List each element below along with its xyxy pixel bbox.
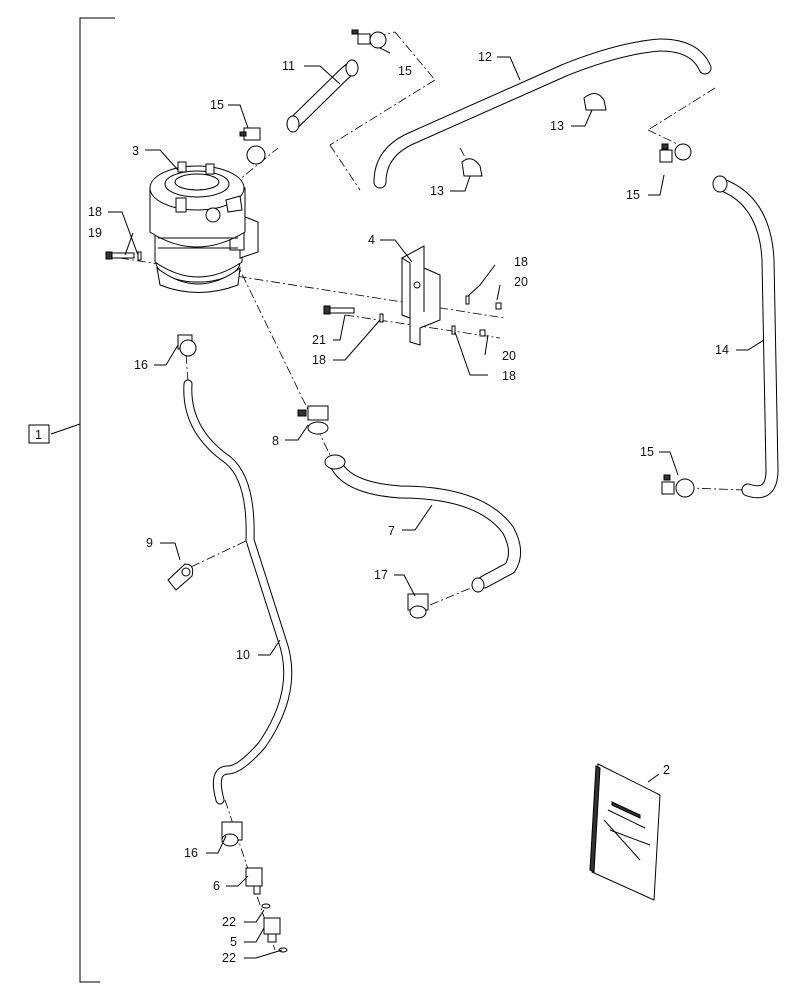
callout-16-bottom[interactable]: 16: [184, 846, 198, 860]
clamp-15-mid[interactable]: [239, 127, 266, 165]
callout-15-lower[interactable]: 15: [640, 445, 654, 459]
callout-4[interactable]: 4: [368, 233, 375, 247]
clamp-15-top[interactable]: [351, 29, 387, 49]
callout-1[interactable]: 1: [35, 428, 42, 442]
callout-5[interactable]: 5: [230, 935, 237, 949]
callout-10[interactable]: 10: [236, 648, 250, 662]
assembly-bracket: 1: [28, 17, 115, 983]
callout-18-right-bottom[interactable]: 18: [502, 369, 516, 383]
hose-7[interactable]: [324, 454, 521, 593]
bolts-and-washers[interactable]: [105, 251, 502, 337]
callout-17[interactable]: 17: [374, 568, 388, 582]
callout-15-mid[interactable]: 15: [210, 98, 224, 112]
callout-16-top[interactable]: 16: [134, 358, 148, 372]
seal-22[interactable]: [261, 903, 288, 953]
clip-9[interactable]: [167, 563, 194, 591]
clamp-8[interactable]: [297, 405, 329, 435]
callout-22-lower[interactable]: 22: [222, 951, 236, 965]
clamp-16-top[interactable]: [177, 334, 197, 357]
callout-3[interactable]: 3: [132, 144, 139, 158]
clamp-17[interactable]: [407, 593, 429, 619]
callout-15-right[interactable]: 15: [626, 188, 640, 202]
callout-2[interactable]: 2: [663, 763, 670, 777]
callout-12[interactable]: 12: [478, 50, 492, 64]
callout-20-bottom[interactable]: 20: [502, 349, 516, 363]
callout-18-mid[interactable]: 18: [312, 353, 326, 367]
callout-11[interactable]: 11: [282, 59, 295, 73]
callout-7[interactable]: 7: [388, 524, 395, 538]
callout-18-left[interactable]: 18: [88, 205, 102, 219]
callout-18-right-top[interactable]: 18: [514, 255, 528, 269]
callout-13-lower[interactable]: 13: [430, 184, 444, 198]
callout-15-top[interactable]: 15: [398, 64, 412, 78]
callout-14[interactable]: 14: [715, 343, 729, 357]
fitting-6[interactable]: [245, 867, 263, 895]
leader-lines: [108, 47, 765, 959]
hose-14[interactable]: [712, 175, 779, 499]
callout-19[interactable]: 19: [88, 226, 102, 240]
mounting-bracket[interactable]: [401, 245, 441, 346]
hose-12[interactable]: [373, 38, 712, 189]
clamp-15-lower[interactable]: [661, 474, 695, 498]
callout-21[interactable]: 21: [312, 333, 326, 347]
callout-20-top[interactable]: 20: [514, 275, 528, 289]
clip-13-upper[interactable]: [583, 93, 607, 111]
clamp-16-bottom[interactable]: [221, 821, 243, 847]
callout-6[interactable]: 6: [213, 879, 220, 893]
assembly-callout-box: [28, 424, 50, 444]
callout-labels: 2 3 4 5 6 7 8 9 10 11 12 13 13 14 15 15 …: [88, 50, 729, 965]
callout-13-upper[interactable]: 13: [550, 119, 564, 133]
clip-13-lower[interactable]: [461, 158, 483, 177]
filter-canister[interactable]: [149, 161, 259, 293]
fitting-5[interactable]: [263, 917, 281, 943]
callout-8[interactable]: 8: [272, 434, 279, 448]
clamp-15-right[interactable]: [659, 143, 692, 163]
callout-9[interactable]: 9: [146, 536, 153, 550]
hose-11[interactable]: [286, 59, 359, 133]
callout-22-upper[interactable]: 22: [222, 915, 236, 929]
hose-10[interactable]: [183, 379, 293, 805]
manual-document[interactable]: [589, 763, 661, 901]
